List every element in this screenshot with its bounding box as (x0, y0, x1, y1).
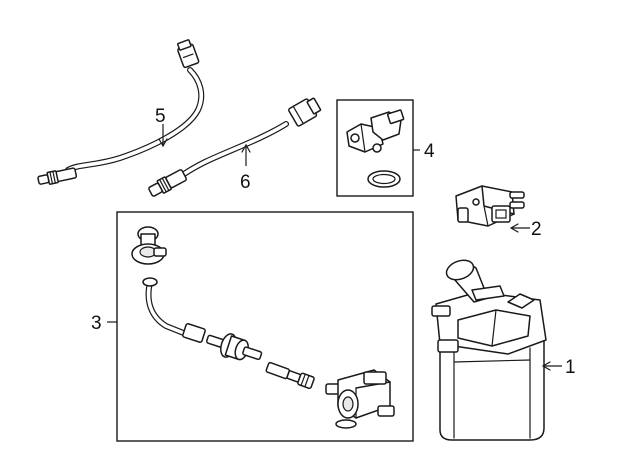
callout-1: 1 (565, 357, 576, 378)
purge-assembly-3[interactable] (107, 211, 414, 442)
oxygen-sensor-6[interactable] (147, 95, 322, 198)
callout-6: 6 (240, 172, 251, 193)
callout-5: 5 (155, 106, 166, 127)
purge-sensor-2[interactable] (455, 185, 530, 233)
oxygen-sensor-5[interactable] (37, 39, 205, 186)
callout-2: 2 (531, 219, 542, 240)
callout-4: 4 (424, 141, 435, 162)
vapor-canister-1[interactable] (431, 257, 562, 441)
callout-3: 3 (91, 313, 102, 334)
map-sensor-4[interactable] (336, 99, 420, 197)
